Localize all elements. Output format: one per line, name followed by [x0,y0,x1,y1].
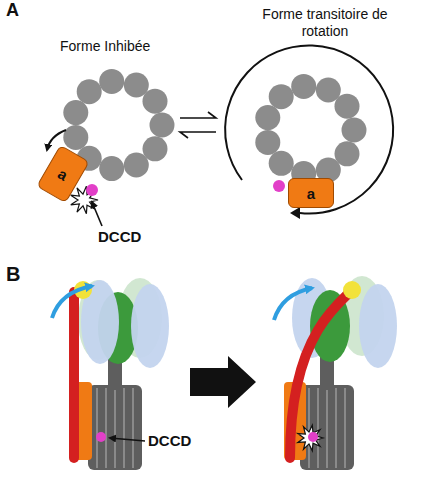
leader-arrow [110,438,145,441]
c-subunit [269,151,294,176]
c-subunit [99,69,124,94]
c-subunit [150,113,175,138]
c-subunit [63,125,88,150]
transition-arrow [190,356,256,408]
equilibrium-arrow [180,112,216,118]
c-ring [63,69,366,186]
subunit-a: a [288,178,334,208]
subunit-label: a [307,185,315,202]
rotation-arrow [225,45,393,213]
c-subunit [335,94,360,119]
panel-letter: A [6,0,19,22]
dccd-dot [273,180,285,192]
inhibitor-label: DCCD [148,432,191,450]
arrow-head [290,207,300,219]
c-subunit [291,74,316,99]
panel-letter: B [6,262,20,286]
form-title: Forme Inhibée [60,38,150,55]
c-subunit [124,153,149,178]
subunit-a: a [36,145,89,204]
c-subunit [255,130,280,155]
form-title: Forme transitoire de rotation [250,6,400,40]
leader-arrow [92,202,102,226]
starburst [298,425,323,451]
dccd-dot [86,184,98,196]
inhibitor-label: DCCD [98,228,141,246]
c-subunit [99,156,124,181]
atp-synthase [274,276,397,470]
c-subunit [269,84,294,109]
subunit-label: a [55,165,71,184]
c-subunit [342,118,367,143]
c-subunit [77,79,102,104]
c-subunit [63,100,88,125]
equilibrium-arrow [180,132,216,138]
c-subunit [255,105,280,130]
c-subunit [143,89,168,114]
